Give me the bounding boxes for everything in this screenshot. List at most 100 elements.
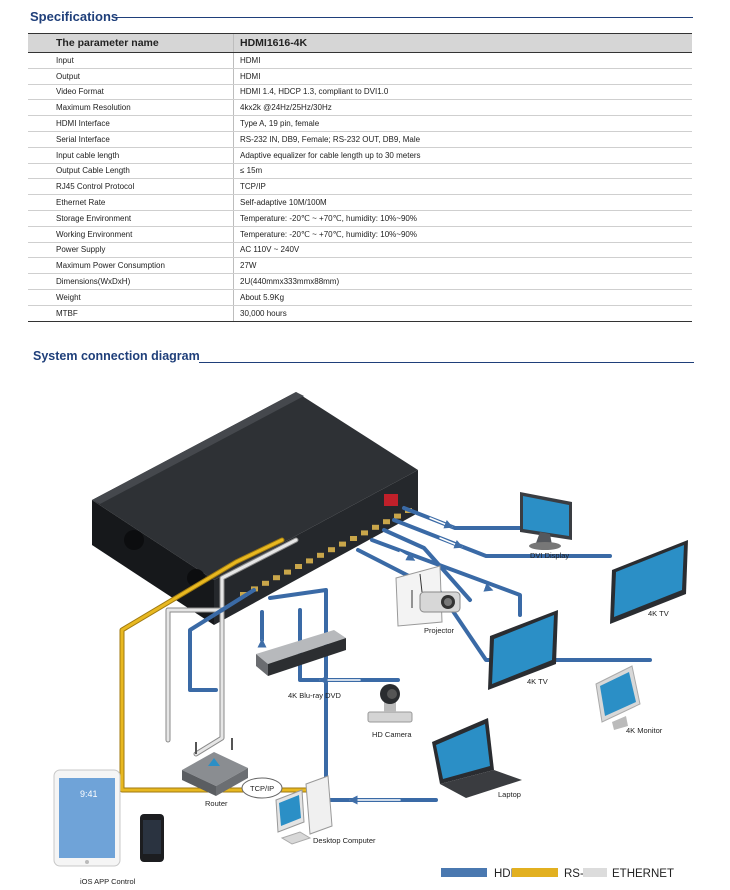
- hdmi-port: [328, 547, 335, 553]
- spec-param: Output Cable Length: [28, 163, 234, 180]
- hdmi-cable-loop: [188, 588, 256, 692]
- hdmi-port: [317, 552, 324, 558]
- specifications-title-rule: [116, 17, 693, 18]
- spec-param: Video Format: [28, 84, 234, 101]
- specifications-header-row: The parameter name HDMI1616-4K: [28, 33, 692, 53]
- spec-param: HDMI Interface: [28, 115, 234, 132]
- spec-value: HDMI: [233, 68, 692, 85]
- tcpip-label: TCP/IP: [250, 784, 274, 793]
- diagram-title-rule: [199, 362, 694, 363]
- hd-camera-label: HD Camera: [372, 730, 412, 739]
- diagram-title: System connection diagram: [33, 349, 200, 363]
- monitor-4k: [595, 665, 641, 730]
- hdmi-port: [306, 558, 313, 564]
- ipad: [53, 769, 121, 867]
- monitor-4k-label: 4K Monitor: [626, 726, 663, 735]
- tv-4k-right: [610, 540, 688, 624]
- router-label: Router: [205, 799, 228, 808]
- spec-row: Dimensions(WxDxH)2U(440mmx333mmx88mm): [28, 273, 692, 290]
- hdmi-port: [284, 569, 291, 575]
- spec-param: Power Supply: [28, 242, 234, 259]
- hdmi-port: [350, 536, 357, 541]
- hdmi-port: [339, 541, 346, 547]
- router: [182, 738, 248, 796]
- spec-value: Self-adaptive 10M/100M: [233, 194, 692, 211]
- legend-rs232-swatch: [512, 868, 558, 877]
- spec-value: Adaptive equalizer for cable length up t…: [233, 147, 692, 164]
- ethernet-cable: [194, 538, 298, 756]
- laptop: [432, 718, 522, 798]
- bluray-player: [256, 630, 346, 676]
- spec-value: AC 110V ~ 240V: [233, 242, 692, 259]
- laptop-label: Laptop: [498, 790, 521, 799]
- spec-param: Ethernet Rate: [28, 194, 234, 211]
- system-connection-diagram: DVI Display 4K TV Projector 4K TV 4K Mon…: [53, 392, 688, 886]
- hdmi-cable-camera: [298, 608, 400, 682]
- spec-row: Output Cable Length≤ 15m: [28, 163, 692, 180]
- tv-4k-right-label: 4K TV: [648, 609, 669, 618]
- tcpip-cloud: [241, 777, 283, 799]
- ios-app-label: iOS APP Control: [80, 877, 136, 886]
- desktop-label: Desktop Computer: [313, 836, 376, 845]
- spec-param: Input cable length: [28, 147, 234, 164]
- spec-value: HDMI 1.4, HDCP 1.3, compliant to DVI1.0: [233, 84, 692, 101]
- spec-value: 2U(440mmx333mmx88mm): [233, 273, 692, 290]
- spec-value: Temperature: -20℃ ~ +70℃, humidity: 10%~…: [233, 210, 692, 227]
- spec-value: 27W: [233, 257, 692, 275]
- spec-param: Maximum Power Consumption: [28, 257, 234, 275]
- param-header: The parameter name: [28, 33, 234, 53]
- iphone: [140, 814, 164, 862]
- hdmi-cable-tv-right: [392, 518, 612, 558]
- rs232-cable: [120, 538, 312, 792]
- spec-value: RS-232 IN, DB9, Female; RS-232 OUT, DB9,…: [233, 131, 692, 148]
- spec-param: Input: [28, 52, 234, 69]
- hdmi-cable-dvi: [402, 506, 522, 530]
- hdmi-cable-tv-center: [370, 538, 522, 617]
- specifications-title: Specifications: [30, 9, 119, 24]
- cables: [119, 506, 652, 805]
- hdmi-port: [372, 524, 379, 530]
- hdmi-cable-monitor: [356, 548, 652, 662]
- tv-4k-center: [488, 610, 558, 690]
- spec-param: Dimensions(WxDxH): [28, 273, 234, 290]
- fan-vent-left: [124, 530, 144, 550]
- ipad-time: 9:41: [80, 789, 98, 799]
- spec-value: 30,000 hours: [233, 305, 692, 322]
- spec-value: About 5.9Kg: [233, 289, 692, 306]
- hdmi-cable-projector: [382, 528, 472, 602]
- hd-camera: [367, 684, 413, 723]
- projector-label: Projector: [424, 626, 455, 635]
- bluray-label: 4K Blu-ray DVD: [288, 691, 342, 700]
- spec-value: ≤ 15m: [233, 163, 692, 180]
- hdmi-port: [394, 513, 401, 519]
- spec-value: TCP/IP: [233, 178, 692, 196]
- spec-param: MTBF: [28, 305, 234, 322]
- projector: [395, 565, 461, 627]
- spec-param: Weight: [28, 289, 234, 306]
- spec-value: HDMI: [233, 52, 692, 69]
- spec-value: Temperature: -20℃ ~ +70℃, humidity: 10%~…: [233, 226, 692, 243]
- legend-ethernet-swatch: [583, 868, 607, 877]
- hdmi-port: [295, 564, 302, 569]
- spec-value: 4kx2k @24Hz/25Hz/30Hz: [233, 99, 692, 117]
- spec-param: Serial Interface: [28, 131, 234, 148]
- model-header: HDMI1616-4K: [233, 33, 692, 53]
- power-switch: [384, 494, 398, 506]
- legend: HDMI RS-232 ETHERNET: [441, 868, 674, 880]
- matrix-switcher: [92, 392, 418, 625]
- dvi-display: [520, 492, 572, 550]
- legend-ethernet-label: ETHERNET: [612, 868, 674, 880]
